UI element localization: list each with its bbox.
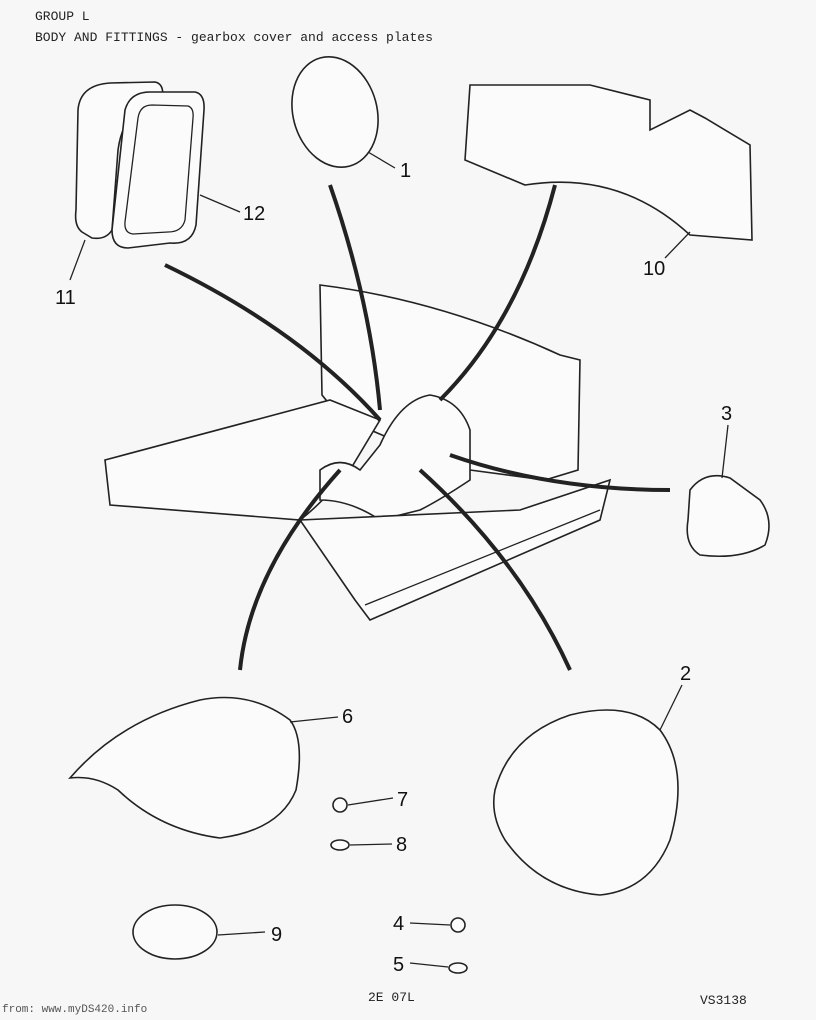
part-7-screw	[332, 797, 348, 813]
page-title: BODY AND FITTINGS - gearbox cover and ac…	[35, 30, 433, 45]
part-6-cover-plate	[68, 696, 301, 839]
callout-4: 4	[393, 913, 404, 935]
part-3-cover	[686, 474, 770, 558]
callout-6: 6	[342, 706, 353, 728]
page-reference: 2E 07L	[368, 990, 415, 1005]
drawing-number: VS3138	[700, 993, 747, 1008]
part-2-cover-plate	[492, 709, 679, 896]
callout-11: 11	[55, 287, 76, 309]
callout-2: 2	[680, 663, 691, 685]
part-8-washer	[330, 839, 350, 851]
callout-5: 5	[393, 954, 404, 976]
part-10-panel	[464, 84, 753, 241]
part-12-frame	[111, 91, 205, 249]
part-1-cover-plate	[291, 56, 379, 168]
source-watermark: from: www.myDS420.info	[2, 1004, 148, 1016]
group-label: GROUP L	[35, 9, 90, 24]
part-5-washer	[448, 962, 468, 974]
callout-3: 3	[721, 403, 732, 425]
callout-8: 8	[396, 834, 407, 856]
callout-1: 1	[400, 160, 411, 182]
callout-9: 9	[271, 924, 282, 946]
callout-7: 7	[397, 789, 408, 811]
callout-10: 10	[643, 258, 665, 280]
callout-12: 12	[243, 203, 265, 225]
part-9-grommet	[132, 904, 218, 960]
part-4-screw	[450, 917, 466, 933]
body-floor-assembly	[104, 284, 612, 621]
